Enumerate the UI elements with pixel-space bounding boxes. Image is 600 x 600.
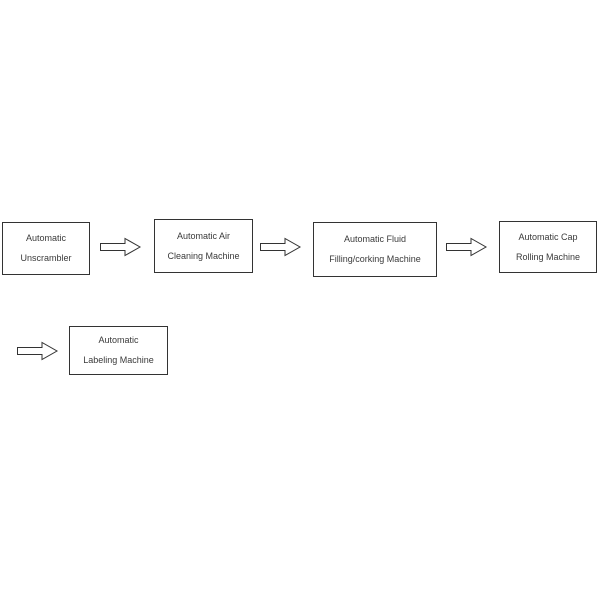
node-label-line2: Unscrambler — [20, 253, 72, 263]
process-node-automatic-unscrambler[interactable]: Automatic Unscrambler — [2, 222, 90, 275]
arrow-air-cleaning-to-fluid-filling — [260, 237, 302, 257]
arrow-cap-rolling-to-labeling — [17, 341, 59, 361]
node-label-line1: Automatic — [25, 233, 67, 243]
process-node-automatic-cap-rolling-machine[interactable]: Automatic Cap Rolling Machine — [499, 221, 597, 273]
process-node-automatic-labeling-machine[interactable]: Automatic Labeling Machine — [69, 326, 168, 375]
process-node-automatic-fluid-filling-corking-machine[interactable]: Automatic Fluid Filling/corking Machine — [313, 222, 437, 277]
arrow-unscrambler-to-air-cleaning — [100, 237, 142, 257]
node-label-line2: Cleaning Machine — [167, 250, 240, 261]
node-label-line1: Automatic Cap — [518, 231, 578, 242]
node-label-line1: Automatic Fluid — [343, 234, 407, 244]
node-label-line2: Rolling Machine — [515, 251, 581, 262]
node-label-line1: Automatic — [98, 335, 139, 345]
arrow-fluid-filling-to-cap-rolling — [446, 237, 488, 257]
node-label-line2: Filling/corking Machine — [329, 254, 421, 264]
node-label-line2: Labeling Machine — [83, 355, 154, 365]
node-label-line1: Automatic Air — [176, 230, 231, 241]
process-node-automatic-air-cleaning-machine[interactable]: Automatic Air Cleaning Machine — [154, 219, 253, 273]
